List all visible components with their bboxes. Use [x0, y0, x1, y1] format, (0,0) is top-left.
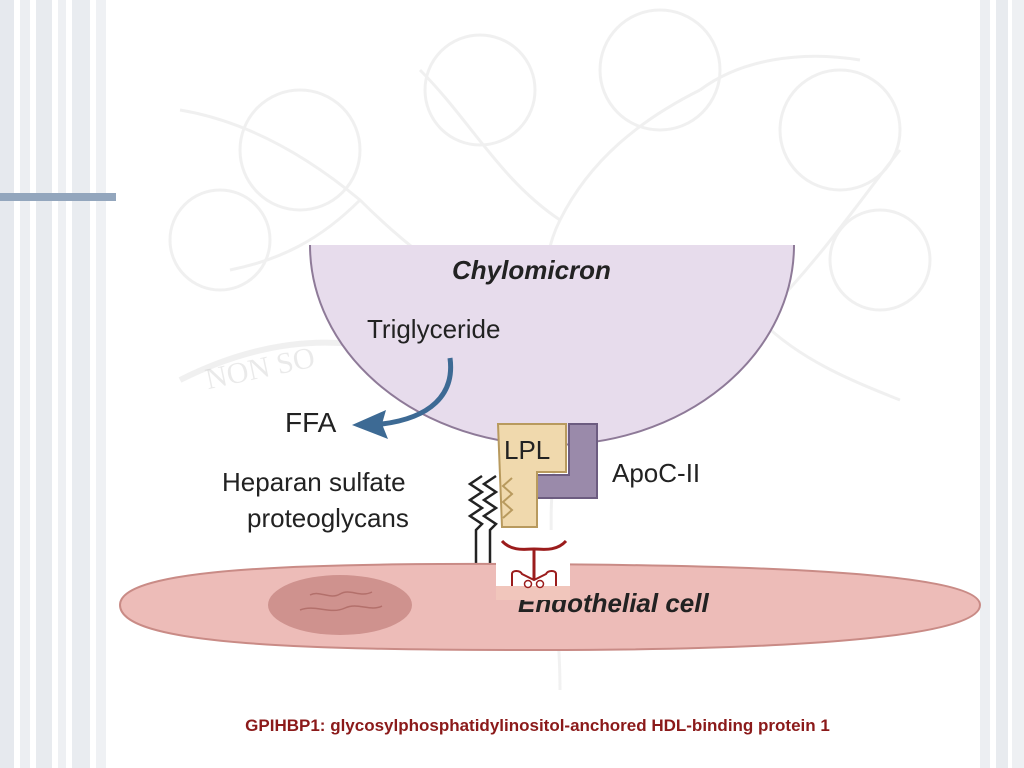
apoc-ii-label: ApoC-II	[612, 458, 700, 488]
lpl-binding-zigzag	[501, 477, 514, 519]
heparan-sulfate-proteoglycan	[467, 474, 499, 568]
chromatin-texture	[299, 591, 383, 612]
chylomicron-label: Chylomicron	[452, 255, 611, 285]
nucleus	[268, 575, 412, 635]
heparan-label-line1: Heparan sulfate	[222, 467, 406, 497]
hydrolysis-arrowhead	[352, 410, 388, 439]
lpl-label: LPL	[504, 435, 550, 465]
heparan-label-line2: proteoglycans	[247, 503, 409, 533]
triglyceride-label: Triglyceride	[367, 314, 500, 344]
gpihbp1-inset	[496, 530, 570, 600]
right-stripe-decoration	[980, 0, 1024, 768]
lpl-enzyme	[496, 423, 567, 528]
accent-bar	[0, 193, 116, 201]
left-stripe-decoration	[0, 0, 106, 768]
hydrolysis-arrow	[381, 357, 454, 427]
figure-caption: GPIHBP1: glycosylphosphatidylinositol-an…	[245, 716, 830, 735]
ffa-label: FFA	[285, 407, 337, 438]
